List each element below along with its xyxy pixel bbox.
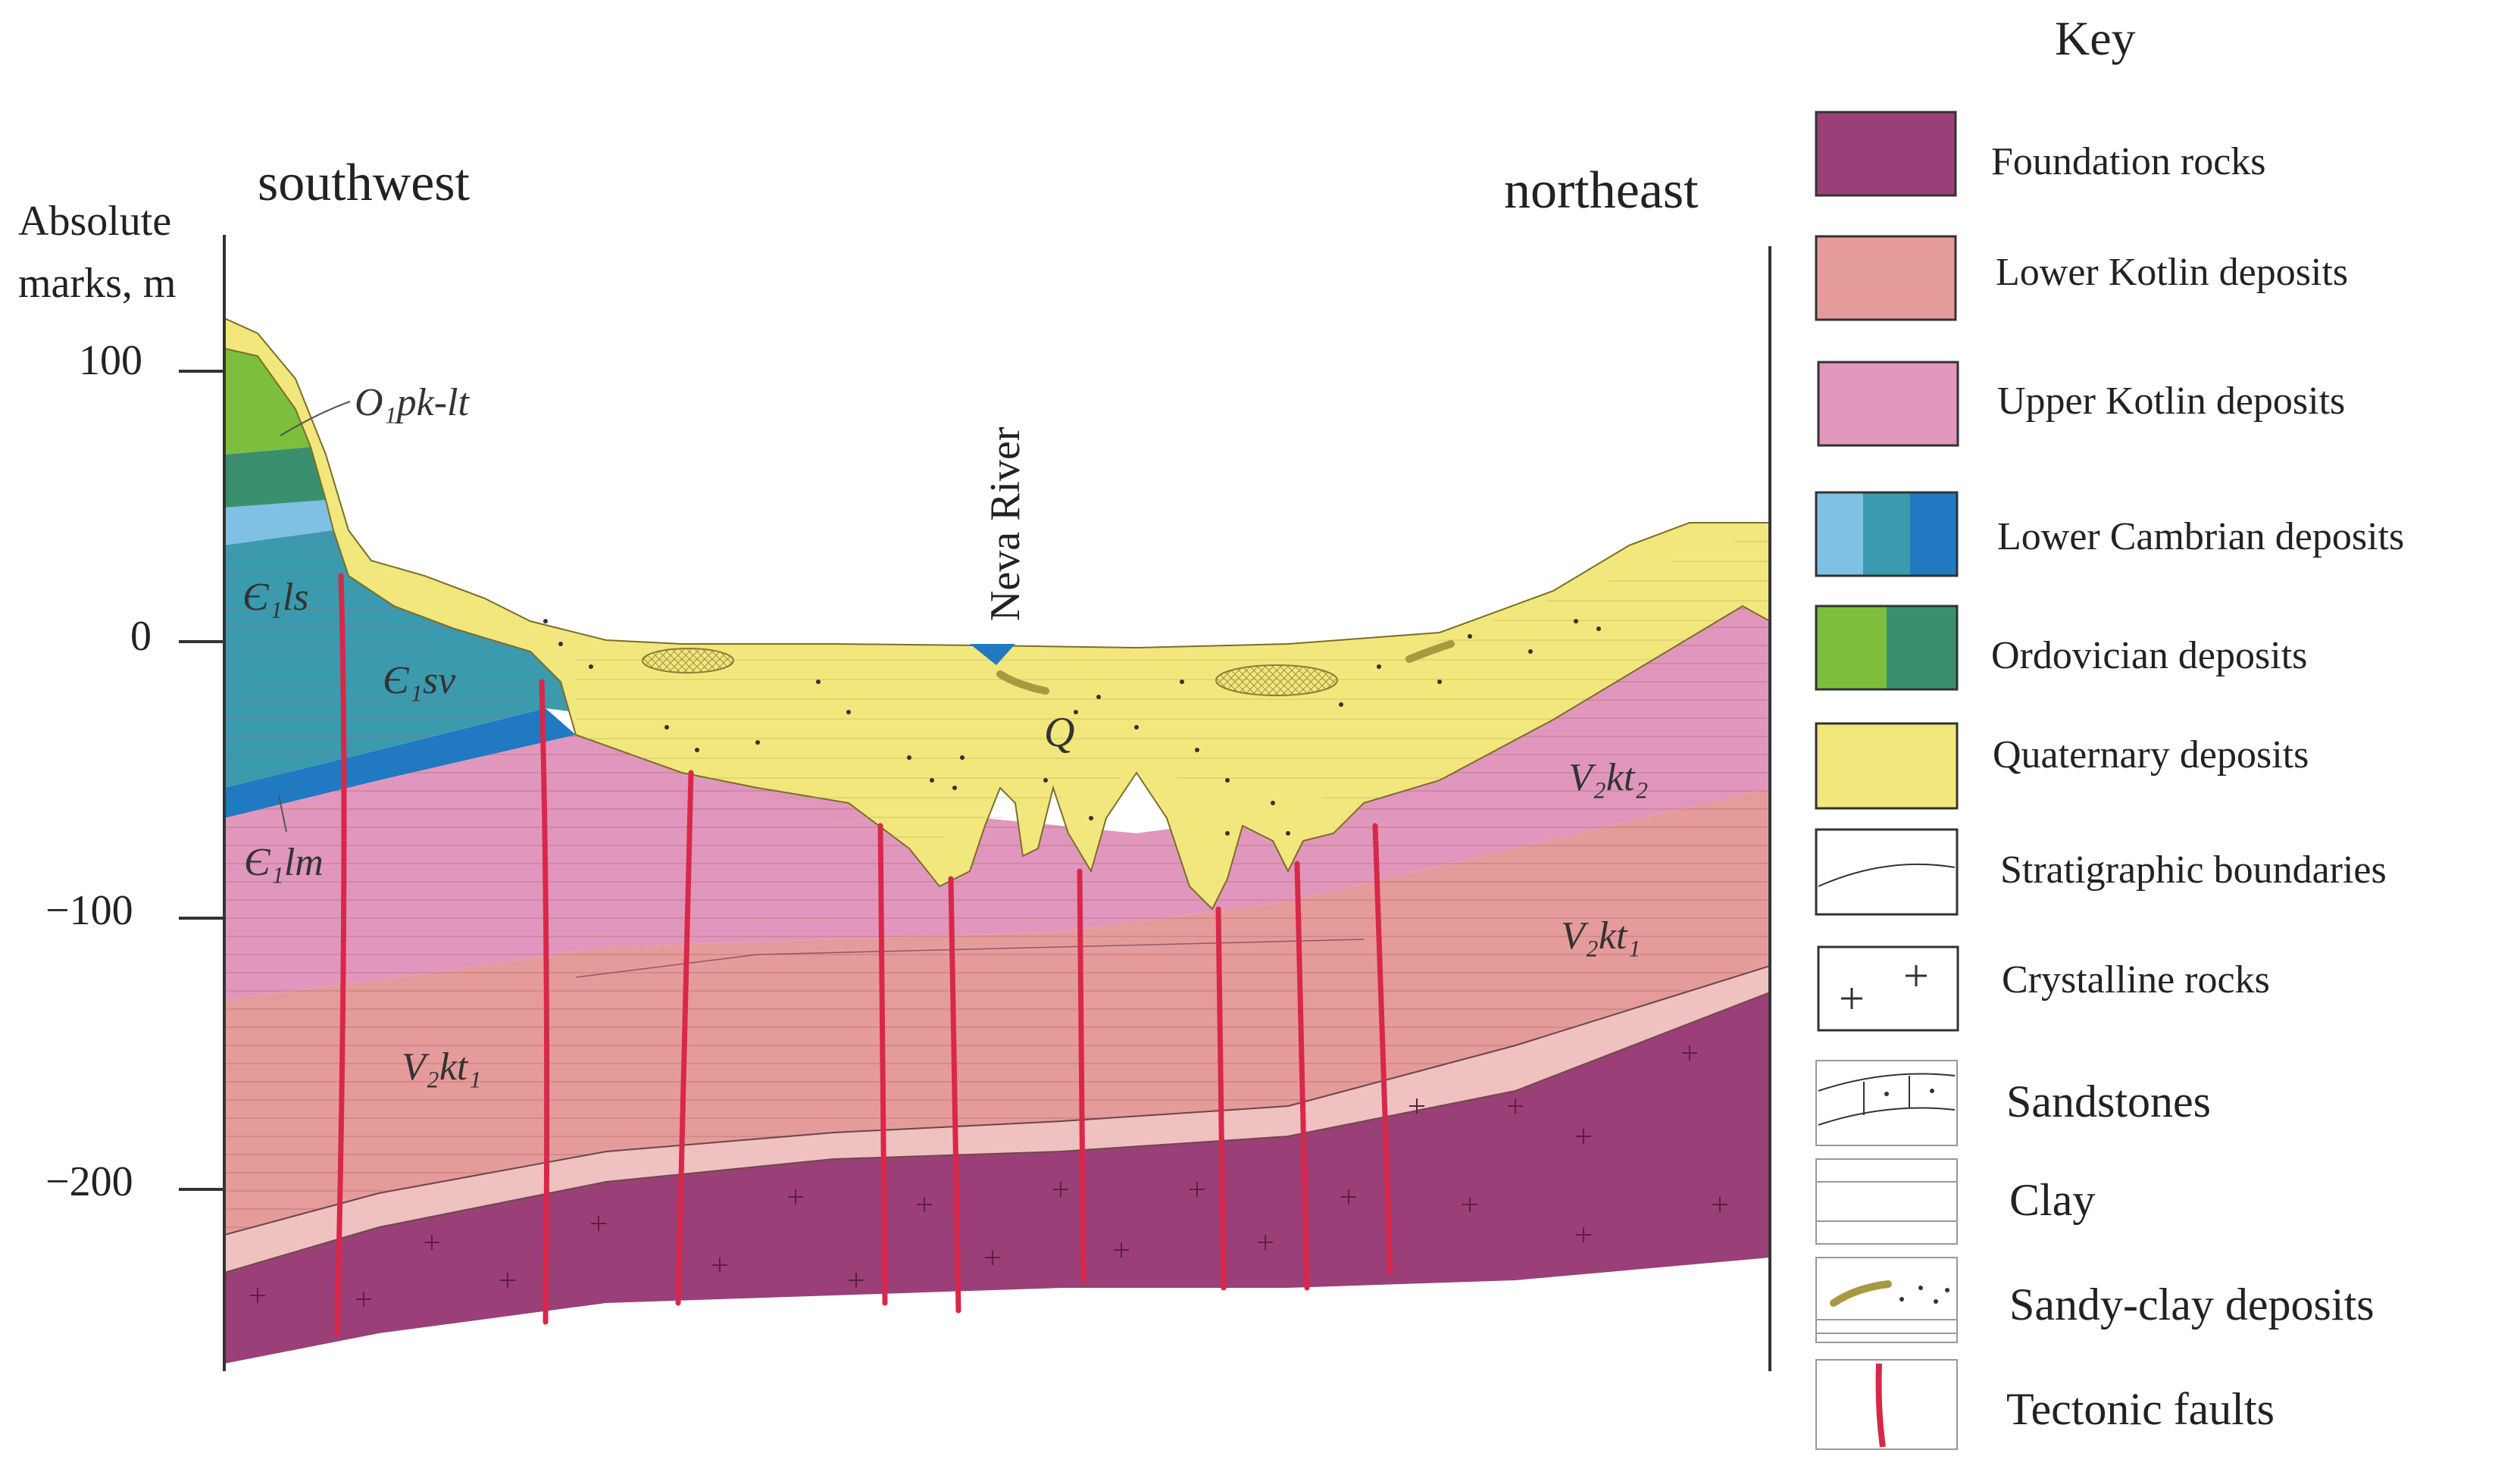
legend-swatch-strat-boundary — [1815, 828, 1959, 916]
fault-line — [1294, 861, 1310, 1291]
direction-northeast: northeast — [1504, 161, 1699, 220]
formation-v-kt1-right: V₂kt₁ — [1561, 914, 1640, 958]
neva-river-channel — [970, 644, 1015, 665]
formation-c-sv: Є₁sv — [383, 659, 456, 702]
formation-c-lm: Є₁lm — [244, 841, 324, 884]
axis-ticks — [179, 370, 224, 1191]
crystalline-crosses — [250, 1045, 1727, 1307]
legend-label-ordovician: Ordovician deposits — [1991, 634, 2307, 677]
legend-label-clay: Clay — [2009, 1175, 2095, 1225]
legend-swatch-crystalline — [1817, 945, 1959, 1032]
fault-line — [1215, 906, 1227, 1291]
legend-swatch-lower-cambrian — [1815, 491, 1959, 577]
direction-southwest: southwest — [258, 154, 471, 212]
sandy-clay-lens — [1405, 640, 1455, 663]
legend-label-lower-kotlin: Lower Kotlin deposits — [1996, 251, 2348, 294]
legend-label-sandy-clay: Sandy-clay deposits — [2009, 1280, 2375, 1330]
cambrian-lm-band — [224, 708, 576, 818]
tick-label-0: 0 — [130, 613, 152, 660]
axis-label-line1: Absolute — [18, 198, 171, 245]
legend-swatch-lower-kotlin — [1815, 235, 1957, 321]
sandy-clay-lens — [996, 670, 1049, 695]
legend-label-quaternary: Quaternary deposits — [1993, 733, 2309, 776]
legend-swatch-quaternary — [1815, 722, 1959, 810]
legend-label-fault: Tectonic faults — [2006, 1384, 2275, 1434]
formation-c-ls: Є₁ls — [242, 576, 309, 619]
legend-label-upper-kotlin: Upper Kotlin deposits — [1997, 380, 2345, 423]
fault-line — [675, 770, 694, 1306]
legend-label-sandstone: Sandstones — [2006, 1076, 2211, 1126]
legend-swatch-foundation — [1815, 111, 1957, 197]
fault-line — [334, 573, 347, 1336]
legend-swatch-upper-kotlin — [1817, 361, 1959, 447]
fault-line — [948, 876, 961, 1314]
legend-title: Key — [2055, 11, 2136, 65]
axis-label-line2: marks, m — [18, 260, 176, 307]
river-label: Neva River — [982, 427, 1029, 621]
legend-swatch-sandy-clay — [1815, 1257, 1958, 1343]
formation-o-pk-lt: O₁pk-lt — [355, 381, 470, 424]
legend-label-foundation: Foundation rocks — [1991, 140, 2266, 183]
fault-line — [1372, 823, 1393, 1276]
legend-swatch-fault — [1815, 1359, 1958, 1450]
sand-dots — [543, 619, 1601, 836]
formation-q: Q — [1044, 709, 1074, 756]
formation-v-kt2: V₂kt₂ — [1568, 756, 1648, 799]
foundation-rocks-layer — [224, 992, 1770, 1364]
ordovician-light-layer — [224, 348, 311, 455]
legend-swatch-sandstone — [1815, 1060, 1958, 1146]
cambrian-light-band — [224, 500, 333, 545]
formation-v-kt1-left: V₂kt₁ — [402, 1045, 481, 1089]
tectonic-faults — [334, 573, 1393, 1336]
tick-label-minus200: −200 — [45, 1158, 133, 1205]
fault-line — [539, 679, 550, 1325]
sandy-clay-lens — [1215, 664, 1338, 696]
legend-label-strat-boundary: Stratigraphic boundaries — [2000, 848, 2387, 892]
sandy-clay-lens — [642, 648, 734, 673]
fault-line — [1077, 868, 1086, 1283]
fault-line — [877, 823, 888, 1306]
legend-swatch-ordovician — [1815, 605, 1959, 691]
legend: Key Foundation rocks Lower Kotlin deposi… — [1815, 11, 2404, 1450]
tick-label-minus100: −100 — [45, 887, 133, 934]
ordovician-dark-layer — [224, 447, 326, 508]
legend-swatch-clay — [1815, 1158, 1958, 1245]
legend-label-lower-cambrian: Lower Cambrian deposits — [1997, 515, 2404, 558]
tick-label-100: 100 — [79, 337, 142, 384]
legend-label-crystalline: Crystalline rocks — [2002, 958, 2270, 1001]
cross-section — [224, 317, 1770, 1364]
